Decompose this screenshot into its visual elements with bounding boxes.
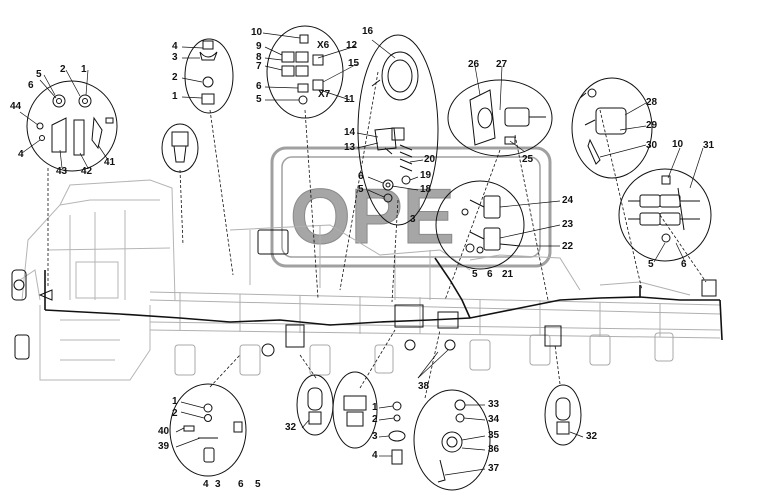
callout-label: 3	[215, 479, 221, 490]
callout-label: 4	[172, 41, 178, 52]
callout-pointers	[19, 32, 704, 476]
main-harness	[44, 257, 723, 341]
detail-oval-dome-lamp	[357, 34, 439, 226]
front-lamp	[11, 269, 53, 360]
callout-label: 35	[488, 430, 500, 441]
callout-label: 6	[28, 80, 34, 91]
callout-label: 28	[646, 97, 658, 108]
callout-label: 31	[703, 140, 715, 151]
callout-label: 44	[10, 101, 22, 112]
callout-label: 36	[488, 444, 500, 455]
detail-oval-horn	[571, 77, 653, 179]
callout-label: 5	[255, 479, 261, 490]
callout-label: 6	[681, 259, 687, 270]
detail-oval-socket	[447, 79, 553, 157]
callout-label: 26	[468, 59, 480, 70]
callout-label: 6	[256, 81, 262, 92]
chassis-wheels	[174, 332, 674, 376]
detail-oval-switch	[161, 123, 199, 173]
callout-label: 37	[488, 463, 500, 474]
callout-label: 22	[562, 241, 574, 252]
callout-label: 33	[488, 399, 500, 410]
callout-label: 10	[672, 139, 684, 150]
callout-label: 2	[172, 72, 178, 83]
callout-label: 7	[256, 61, 262, 72]
callout-label: X7	[318, 89, 331, 100]
detail-bolt-stack	[388, 401, 406, 465]
callout-label: 40	[158, 426, 170, 437]
leader-lines	[47, 71, 707, 399]
callout-label: 38	[418, 381, 430, 392]
callout-label: 3	[410, 214, 416, 225]
detail-oval-sensor-left	[296, 374, 334, 436]
callout-label: 2	[60, 64, 66, 75]
callout-label: 18	[420, 184, 432, 195]
callout-label: 4	[203, 479, 209, 490]
callout-label: 1	[172, 396, 178, 407]
callout-label: 11	[344, 94, 355, 105]
detail-oval-relay-box	[266, 25, 344, 119]
detail-bracket-parts	[374, 127, 397, 155]
callout-label: 1	[172, 91, 178, 102]
callout-label: 6	[358, 171, 364, 182]
detail-oval-sensor-right	[544, 384, 582, 446]
callout-label: 41	[104, 157, 116, 168]
callout-label: 5	[648, 259, 654, 270]
callout-label: 8	[256, 52, 262, 63]
callout-label: 16	[362, 26, 374, 37]
callout-label: 6	[487, 269, 493, 280]
callout-label: 19	[420, 170, 432, 181]
callout-label: 24	[562, 195, 574, 206]
callout-label: 43	[56, 166, 68, 177]
callout-label: 1	[81, 64, 87, 75]
callout-label: 3	[172, 52, 178, 63]
callout-label: 27	[496, 59, 508, 70]
callout-label: 21	[502, 269, 514, 280]
callout-label: 4	[18, 149, 24, 160]
callout-label: 25	[522, 154, 534, 165]
callout-label: 39	[158, 441, 170, 452]
callout-label: 42	[81, 166, 93, 177]
detail-oval-nut-stack	[184, 38, 234, 114]
callout-label: 32	[285, 422, 297, 433]
callout-label: 15	[348, 58, 360, 69]
callout-label: 2	[372, 414, 378, 425]
callout-label: 34	[488, 414, 500, 425]
callout-label: 23	[562, 219, 574, 230]
detail-circle-switch-pair	[435, 180, 525, 270]
truck-cab	[19, 179, 176, 381]
detail-circle-connector	[618, 168, 712, 262]
callout-label: X6	[317, 40, 330, 51]
callout-label: 10	[251, 27, 263, 38]
callout-label: 5	[36, 69, 42, 80]
callout-label: 13	[344, 142, 356, 153]
watermark: OPE	[270, 146, 552, 268]
callout-label: 5	[256, 94, 262, 105]
callout-label: 4	[372, 450, 378, 461]
callout-label: 12	[346, 40, 358, 51]
callout-label: 5	[358, 184, 364, 195]
callout-label: 1	[372, 402, 378, 413]
callout-label: 2	[172, 408, 178, 419]
callout-label: 6	[238, 479, 244, 490]
detail-oval-switch-middle	[332, 371, 378, 449]
detail-oval-lower-left	[169, 383, 247, 477]
detail-oval-socket-lower	[413, 389, 491, 491]
frame-components	[257, 229, 717, 357]
callout-label: 29	[646, 120, 658, 131]
callout-label: 32	[586, 431, 598, 442]
callout-label: 9	[256, 41, 262, 52]
callout-label: 20	[424, 154, 436, 165]
callout-label: 3	[372, 431, 378, 442]
callout-label: 30	[646, 140, 658, 151]
callout-label: 14	[344, 127, 356, 138]
watermark-text: OPE	[290, 172, 455, 260]
callout-label: 5	[472, 269, 478, 280]
